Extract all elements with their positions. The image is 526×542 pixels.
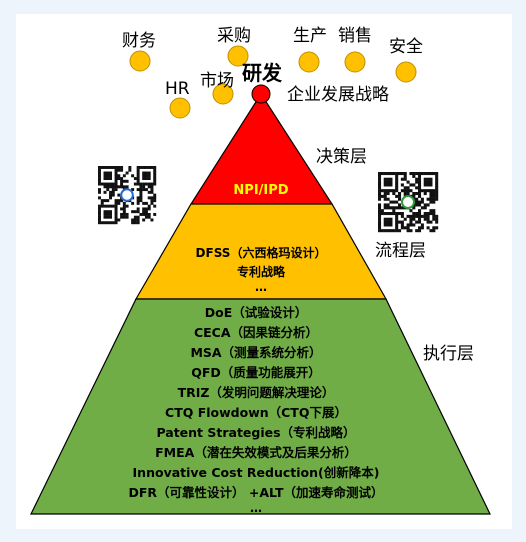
pyramid-bottom-layer bbox=[30, 298, 491, 515]
middle-layer-line: DFSS（六西格玛设计） bbox=[196, 245, 327, 260]
dept-circle-sales bbox=[344, 51, 366, 73]
dept-label-hr: HR bbox=[165, 79, 190, 99]
dept-label-production: 生产 bbox=[293, 26, 327, 46]
dept-label-sales: 销售 bbox=[338, 26, 372, 46]
bottom-layer-line: DoE（试验设计） bbox=[205, 305, 308, 320]
top-layer-text: NPI/IPD bbox=[233, 183, 288, 198]
dept-circle-purchase bbox=[227, 45, 249, 67]
dept-label-safety: 安全 bbox=[389, 37, 423, 57]
dept-circle-hr bbox=[169, 97, 191, 119]
dept-circle-finance bbox=[129, 50, 151, 72]
bottom-layer-line: Innovative Cost Reduction(创新降本) bbox=[133, 465, 380, 480]
apex-circle bbox=[251, 84, 271, 104]
dept-circle-safety bbox=[395, 61, 417, 83]
strategy-label: 企业发展战略 bbox=[287, 85, 389, 105]
bottom-layer-line: Patent Strategies（专利战略） bbox=[156, 425, 355, 440]
bottom-layer-line: DFR（可靠性设计） +ALT（加速寿命测试） bbox=[129, 485, 384, 500]
dept-circle-market bbox=[212, 83, 234, 105]
middle-layer-line: 专利战略 bbox=[237, 264, 286, 279]
dept-label-purchase: 采购 bbox=[217, 26, 251, 46]
bottom-layer-line: MSA（测量系统分析） bbox=[190, 345, 321, 360]
dept-label-finance: 财务 bbox=[122, 31, 156, 51]
layer-label-decision: 决策层 bbox=[316, 147, 367, 167]
bottom-layer-line: CECA（因果链分析） bbox=[194, 325, 318, 340]
bottom-layer-line: CTQ Flowdown（CTQ下展） bbox=[165, 405, 347, 420]
diagram-canvas: 财务 采购 生产 销售 安全 HR 市场 研发 企业发展战略 决策层 流程层 执… bbox=[16, 14, 512, 529]
bottom-layer-line: FMEA（潜在失效模式及后果分析） bbox=[155, 445, 357, 460]
layer-label-execution: 执行层 bbox=[423, 344, 474, 364]
bottom-layer-line: TRIZ（发明问题解决理论） bbox=[178, 385, 335, 400]
layer-label-process: 流程层 bbox=[375, 241, 426, 261]
qr-code-right-icon bbox=[378, 172, 439, 233]
pyramid-diagram: 财务 采购 生产 销售 安全 HR 市场 研发 企业发展战略 决策层 流程层 执… bbox=[30, 26, 491, 515]
apex-label: 研发 bbox=[242, 61, 283, 85]
middle-layer-line: … bbox=[255, 280, 267, 294]
dept-circle-production bbox=[298, 51, 320, 73]
bottom-layer-line: … bbox=[250, 501, 262, 515]
bottom-layer-line: QFD（质量功能展开） bbox=[191, 365, 321, 380]
qr-code-left-icon bbox=[98, 166, 157, 225]
dept-label-market: 市场 bbox=[200, 71, 234, 91]
